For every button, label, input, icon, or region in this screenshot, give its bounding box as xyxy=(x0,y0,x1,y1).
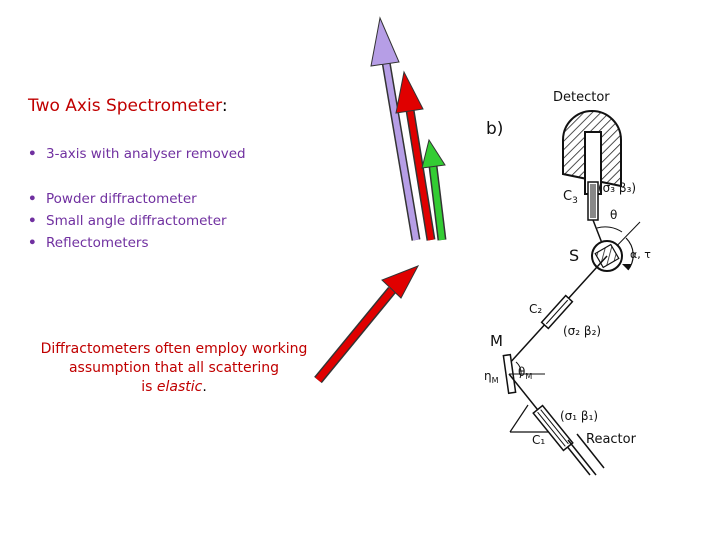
collimator-c3-icon xyxy=(587,181,599,221)
bullet-item: • Reflectometers xyxy=(28,232,227,254)
theta-label: θ xyxy=(610,208,617,222)
note-line-2: assumption that all scattering xyxy=(68,360,280,376)
bullet-marker: • xyxy=(28,235,37,251)
bullet-marker: • xyxy=(28,213,37,229)
detector-label: Detector xyxy=(553,90,610,105)
bullet-list-secondary: • Powder diffractometer • Small angle diff… xyxy=(28,188,227,254)
c3-subscript: 3 xyxy=(572,196,578,206)
bullet-list-primary: • 3-axis with analyser removed xyxy=(28,143,246,165)
reactor-channel-line xyxy=(576,433,605,469)
slide-title-text: Two Axis Spectrometer xyxy=(28,96,222,116)
theta-m-arc-icon xyxy=(515,361,522,379)
theta-m-symbol: θ xyxy=(518,365,525,379)
note-elastic-word: elastic xyxy=(156,379,203,395)
c2-params-label: (σ₂ β₂) xyxy=(563,324,601,338)
red-arrow-diagonal-icon xyxy=(314,265,420,384)
alpha-tau-label: α, τ xyxy=(630,248,651,261)
elastic-assumption-note: Diffractometers often employ working ass… xyxy=(28,340,320,397)
slide-title: Two Axis Spectrometer: xyxy=(28,96,228,116)
bullet-text: Small angle diffractometer xyxy=(46,213,227,229)
eta-symbol: η xyxy=(484,369,492,383)
theta-arc-icon xyxy=(596,226,623,233)
eta-subscript: M xyxy=(492,376,499,385)
reactor-label: Reactor xyxy=(586,432,637,447)
reactor-channel-line xyxy=(567,439,597,476)
monochromator-label: M xyxy=(490,332,503,350)
theta-m-label: θM xyxy=(518,365,532,381)
note-line-3: is elastic. xyxy=(28,378,320,397)
note-line-3-prefix: is xyxy=(141,379,157,395)
c2-label: C₂ xyxy=(529,302,542,316)
red-arrow-vertical-icon xyxy=(395,70,436,241)
note-period: . xyxy=(202,379,207,395)
collimator-c2-icon xyxy=(540,294,574,330)
rotation-arrowhead-icon xyxy=(622,264,632,270)
sample-label: S xyxy=(569,246,579,265)
bullet-item: • Small angle diffractometer xyxy=(28,210,227,232)
violet-arrow-icon xyxy=(370,16,421,241)
shield-edge-line xyxy=(509,404,529,433)
bullet-marker: • xyxy=(28,146,37,162)
beam-arrows xyxy=(314,16,447,384)
c3-letter: C xyxy=(563,189,572,204)
bullet-item: • Powder diffractometer xyxy=(28,188,227,210)
slide-title-colon: : xyxy=(221,96,228,116)
bullet-text: 3-axis with analyser removed xyxy=(46,146,246,162)
bullet-text: Reflectometers xyxy=(46,235,149,251)
c1-label: C₁ xyxy=(532,433,545,447)
bullet-marker: • xyxy=(28,191,37,207)
two-axis-schematic: b) Detector C3 (σ₃ β₃) θ S α, τ xyxy=(484,90,651,476)
green-arrow-icon xyxy=(421,138,447,241)
theta-m-subscript: M xyxy=(525,372,532,381)
detector-shield-icon xyxy=(562,110,622,195)
c3-params-label: (σ₃ β₃) xyxy=(598,181,636,195)
c3-label: C3 xyxy=(563,189,578,206)
bullet-item: • 3-axis with analyser removed xyxy=(28,143,246,165)
eta-m-label: ηM xyxy=(484,369,499,385)
bullet-text: Powder diffractometer xyxy=(46,191,197,207)
c1-params-label: (σ₁ β₁) xyxy=(560,409,598,423)
collimator-c1-icon xyxy=(532,404,574,452)
note-line-1: Diffractometers often employ working xyxy=(40,341,308,357)
panel-label: b) xyxy=(486,119,503,139)
